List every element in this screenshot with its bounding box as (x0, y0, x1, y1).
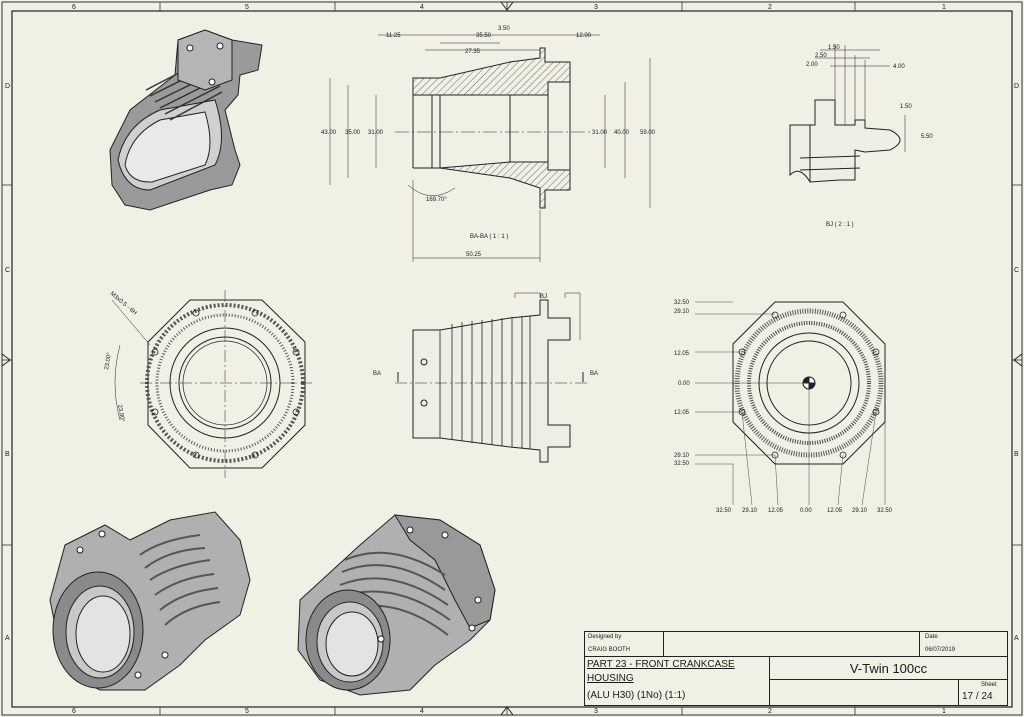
dim-4-00: 4.00 (893, 64, 905, 70)
sheet-cell: Sheet 17 / 24 (958, 679, 1008, 706)
end-vdim-2: 12.05 (674, 351, 690, 357)
designed-by-value: CRAIG BOOTH (588, 647, 631, 653)
section-marker-right: BA (590, 371, 598, 377)
zone-col-3-bottom: 3 (594, 708, 598, 715)
dim-59-00: 59.00 (640, 130, 656, 136)
project-name: V-Twin 100cc (849, 661, 928, 676)
end-hdim-4: 12.05 (827, 508, 843, 514)
zone-row-c: C (5, 267, 10, 274)
side-view (395, 292, 590, 463)
isometric-section-view (109, 29, 263, 211)
svg-text:A: A (1014, 635, 1019, 642)
title-block: Designed by CRAIG BOOTH Date 06/07/2019 … (584, 631, 1008, 706)
zone-col-4: 4 (420, 4, 424, 11)
end-hdim-3: 0.00 (800, 508, 812, 514)
svg-text:D: D (1014, 83, 1019, 90)
end-vdim-5: 29.10 (674, 453, 690, 459)
zone-col-6-bottom: 6 (72, 708, 76, 715)
dim-23-deg-upper: 23.00° (104, 352, 113, 371)
dim-12-00: 12.00 (576, 33, 592, 39)
drawing-frame (11, 10, 1013, 708)
end-hdim-5: 29.10 (852, 508, 868, 514)
end-hdim-1: 29.10 (742, 508, 758, 514)
dim-23-deg-lower: 23.00° (116, 404, 125, 423)
blank-cell-2 (769, 679, 959, 706)
end-vdim-4: 12.05 (674, 410, 690, 416)
isometric-view-left (49, 511, 251, 691)
thread-note: M3x0.5 - 6H (109, 291, 138, 317)
sheet-value: 17 / 24 (962, 691, 993, 702)
zone-col-4-bottom: 4 (420, 708, 424, 715)
section-view-label: BA-BA ( 1 : 1 ) (470, 234, 508, 240)
project-cell: V-Twin 100cc (769, 656, 1008, 680)
dim-27-35: 27.35 (465, 49, 481, 55)
dim-31-00-right: 31.00 (592, 130, 608, 136)
front-end-view (111, 290, 312, 478)
zone-row-a: A (5, 635, 10, 642)
dim-35-00: 35.00 (345, 130, 361, 136)
blank-cell (663, 631, 920, 657)
detail-view-label: BJ ( 2 : 1 ) (826, 222, 854, 228)
zone-col-2: 2 (768, 4, 772, 11)
date-value: 06/07/2019 (925, 647, 956, 653)
dim-2-00: 2.00 (806, 62, 818, 68)
part-cell: PART 23 - FRONT CRANKCASE HOUSING (ALU H… (584, 656, 770, 706)
dim-11-25: 11.25 (386, 33, 401, 39)
zone-col-6: 6 (72, 4, 76, 11)
isometric-view-right (297, 514, 496, 696)
dim-43-00: 43.00 (321, 130, 337, 136)
dim-overall-length: 50.25 (466, 252, 482, 258)
dim-31-00: 31.00 (368, 130, 384, 136)
rear-end-view (695, 301, 886, 506)
section-view-ba-ba: 11.25 3.50 35.50 27.35 12.00 43.00 35.00… (321, 26, 656, 262)
dim-2-50: 2.50 (815, 53, 827, 59)
dim-35-50: 35.50 (476, 33, 492, 39)
zone-row-d: D (5, 83, 10, 90)
zone-col-5: 5 (245, 4, 249, 11)
dim-3-50: 3.50 (498, 26, 510, 32)
end-hdim-2: 12.05 (768, 508, 784, 514)
dim-1-50-top: 1.50 (828, 45, 840, 51)
dim-40-00: 40.00 (614, 130, 630, 136)
end-vdim-0: 32.50 (674, 300, 690, 306)
detail-marker-bj: BJ (540, 294, 547, 300)
end-hdim-0: 32.50 (716, 508, 732, 514)
dim-angle: 169.70° (426, 197, 447, 203)
dim-1-50-right: 1.50 (900, 104, 912, 110)
detail-view-bj: 1.50 2.50 2.00 4.00 1.50 5.50 BJ ( 2 : 1… (789, 45, 933, 228)
date-label: Date (925, 634, 938, 640)
part-line-2: HOUSING (587, 673, 634, 684)
zone-col-1-bottom: 1 (942, 708, 946, 715)
part-line-1: PART 23 - FRONT CRANKCASE (587, 659, 735, 670)
designed-by-label: Designed by (588, 634, 622, 640)
section-marker-left: BA (373, 371, 381, 377)
svg-text:C: C (1014, 267, 1019, 274)
designed-by-cell: Designed by CRAIG BOOTH (584, 631, 664, 657)
end-hdim-6: 32.50 (877, 508, 893, 514)
end-vdim-6: 32.50 (674, 461, 690, 467)
dim-5-50: 5.50 (921, 134, 933, 140)
zone-col-1: 1 (942, 4, 946, 11)
end-vdim-3: 0.00 (678, 381, 690, 387)
svg-text:B: B (1014, 451, 1019, 458)
zone-col-2-bottom: 2 (768, 708, 772, 715)
zone-col-3: 3 (594, 4, 598, 11)
zone-row-b: B (5, 451, 10, 458)
zone-col-5-bottom: 5 (245, 708, 249, 715)
end-vdim-1: 29.10 (674, 309, 690, 315)
date-cell: Date 06/07/2019 (919, 631, 1008, 657)
part-line-3: (ALU H30) (1No) (1:1) (587, 690, 686, 701)
sheet-label: Sheet (981, 682, 997, 688)
